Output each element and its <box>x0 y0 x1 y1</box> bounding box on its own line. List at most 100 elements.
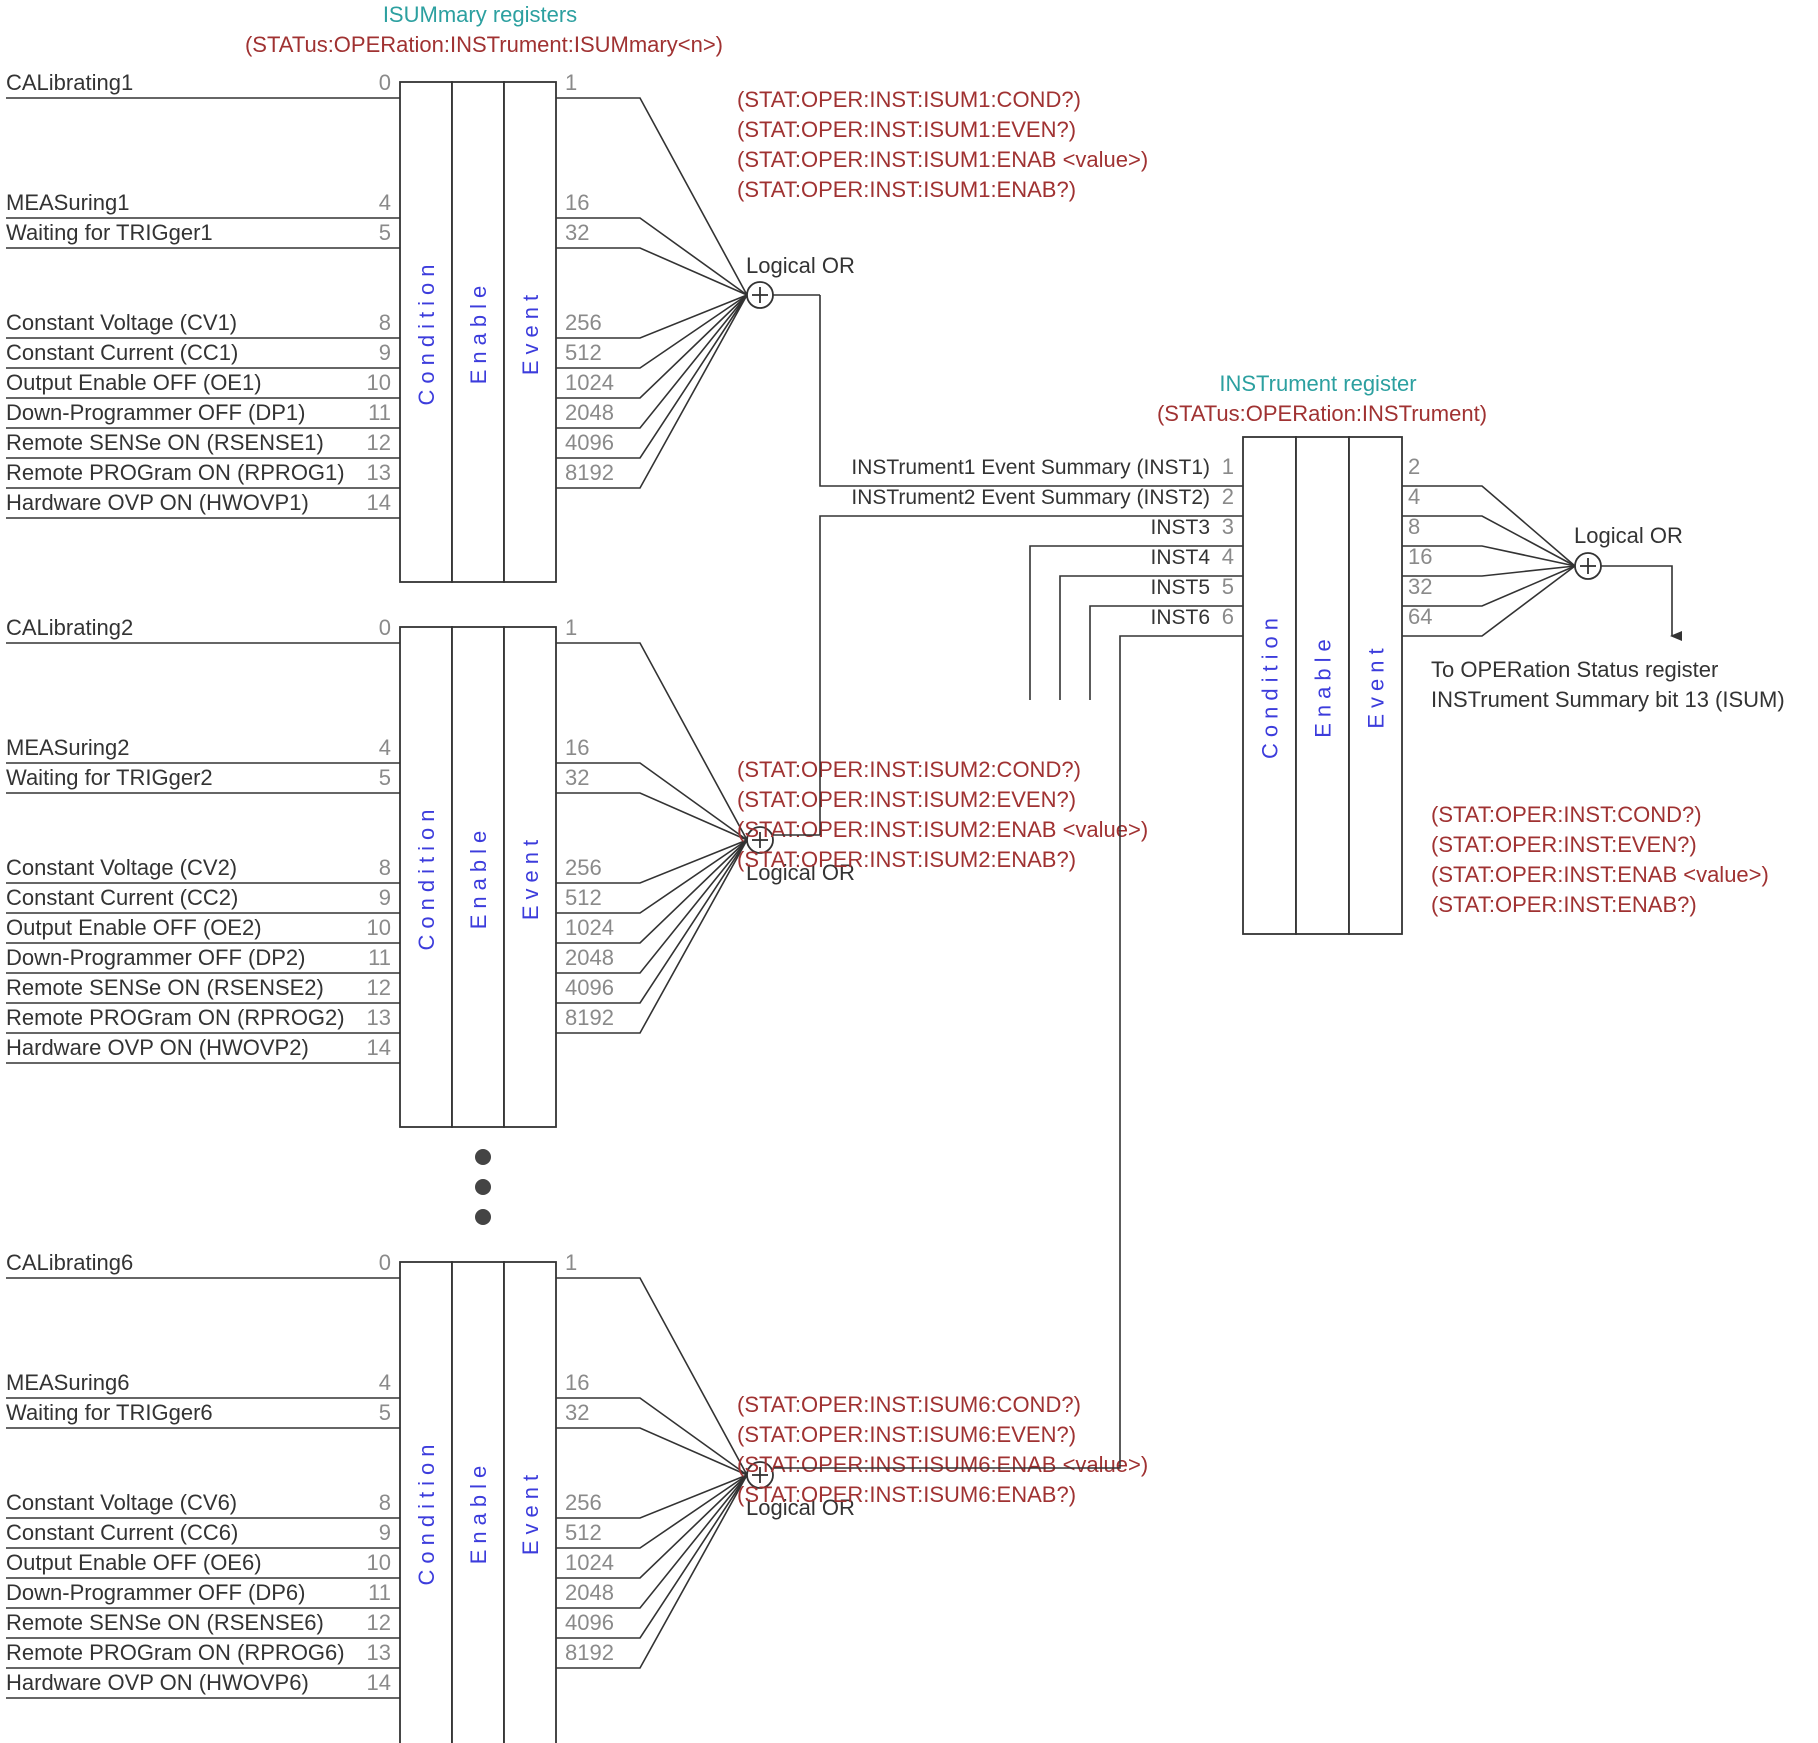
event-line <box>556 839 748 974</box>
input-label: Remote SENSe ON (RSENSE2) <box>6 975 324 1000</box>
bit-number: 10 <box>367 370 391 395</box>
bit-number: 0 <box>379 70 391 95</box>
bit-number: 14 <box>367 1670 391 1695</box>
input-label: Hardware OVP ON (HWOVP1) <box>6 490 309 515</box>
bit-number: 9 <box>379 1520 391 1545</box>
query-command: (STAT:OPER:INST:ISUM6:ENAB?) <box>737 1482 1076 1507</box>
inst-bit-number: 6 <box>1222 604 1234 629</box>
register-column <box>399 81 453 583</box>
event-weight: 16 <box>565 735 589 760</box>
event-line <box>556 1474 748 1639</box>
event-line <box>556 839 748 944</box>
bit-number: 0 <box>379 1250 391 1275</box>
isum-subtitle: (STATus:OPERation:INSTrument:ISUMmary<n>… <box>245 32 723 57</box>
event-line <box>556 97 748 296</box>
event-weight: 1 <box>565 615 577 640</box>
inst-input-line <box>1059 575 1243 700</box>
inst-event-weight: 32 <box>1408 574 1432 599</box>
event-line <box>556 762 748 841</box>
inst-input-line <box>1089 605 1243 700</box>
event-weight: 4096 <box>565 430 614 455</box>
event-line <box>556 1277 748 1476</box>
bit-number: 9 <box>379 340 391 365</box>
event-line <box>556 1397 748 1476</box>
event-weight: 16 <box>565 1370 589 1395</box>
event-line <box>556 294 748 369</box>
inst-input-label: INST6 <box>1150 606 1210 629</box>
bit-number: 4 <box>379 735 391 760</box>
column-label-condition: Condition <box>414 804 439 951</box>
register-column <box>503 1261 557 1743</box>
column-label-condition: Condition <box>414 259 439 406</box>
query-command: (STAT:OPER:INST:ISUM6:COND?) <box>737 1392 1081 1417</box>
event-line <box>556 1474 748 1609</box>
input-label: Constant Voltage (CV2) <box>6 855 237 880</box>
bit-number: 13 <box>367 460 391 485</box>
input-label: Hardware OVP ON (HWOVP6) <box>6 1670 309 1695</box>
inst-event-line <box>1402 515 1576 567</box>
inst-input-label: INST4 <box>1150 546 1210 569</box>
or-label: Logical OR <box>746 253 855 278</box>
input-label: Remote PROGram ON (RPROG6) <box>6 1640 345 1665</box>
event-line <box>556 1474 748 1579</box>
bit-number: 9 <box>379 885 391 910</box>
inst-bit-number: 1 <box>1222 454 1234 479</box>
input-label: Waiting for TRIGger6 <box>6 1400 213 1425</box>
inst-input-label: INSTrument2 Event Summary (INST2) <box>851 486 1210 509</box>
bit-number: 8 <box>379 855 391 880</box>
input-label: Remote SENSe ON (RSENSE6) <box>6 1610 324 1635</box>
event-line <box>556 1474 748 1669</box>
bit-number: 13 <box>367 1005 391 1030</box>
column-label-enable: Enable <box>466 1460 491 1565</box>
inst-event-weight: 2 <box>1408 454 1420 479</box>
input-label: CALibrating6 <box>6 1250 133 1275</box>
event-line <box>556 1427 748 1476</box>
input-label: Output Enable OFF (OE2) <box>6 915 262 940</box>
input-label: Output Enable OFF (OE1) <box>6 370 262 395</box>
logical-or-gate <box>746 281 774 309</box>
event-line <box>556 217 748 296</box>
event-weight: 16 <box>565 190 589 215</box>
event-weight: 8192 <box>565 460 614 485</box>
logical-or-gate <box>746 1461 774 1489</box>
event-line <box>556 839 748 1004</box>
event-weight: 32 <box>565 220 589 245</box>
input-label: Constant Current (CC2) <box>6 885 238 910</box>
bit-number: 11 <box>368 945 391 970</box>
event-line <box>556 294 748 339</box>
event-weight: 2048 <box>565 945 614 970</box>
column-label-event: Event <box>1364 642 1389 728</box>
query-command: (STAT:OPER:INST:ISUM2:ENAB <value>) <box>737 817 1148 842</box>
register-column <box>503 81 557 583</box>
inst-event-line <box>1402 565 1576 577</box>
event-weight: 4096 <box>565 975 614 1000</box>
event-weight: 1024 <box>565 1550 614 1575</box>
input-label: MEASuring6 <box>6 1370 130 1395</box>
input-label: MEASuring1 <box>6 190 130 215</box>
event-line <box>556 294 748 429</box>
inst-bit-number: 4 <box>1222 544 1234 569</box>
input-label: Down-Programmer OFF (DP1) <box>6 400 305 425</box>
event-weight: 32 <box>565 1400 589 1425</box>
output-label: To OPERation Status register <box>1431 657 1718 682</box>
event-weight: 4096 <box>565 1610 614 1635</box>
output-arrow <box>1601 565 1682 641</box>
inst-event-weight: 64 <box>1408 604 1432 629</box>
inst-event-weight: 4 <box>1408 484 1420 509</box>
event-line <box>556 839 748 1034</box>
event-weight: 512 <box>565 340 602 365</box>
event-weight: 8192 <box>565 1640 614 1665</box>
inst-event-weight: 16 <box>1408 544 1432 569</box>
logical-or-gate <box>1574 552 1602 580</box>
event-line <box>556 839 748 884</box>
event-line <box>556 1474 748 1549</box>
event-weight: 512 <box>565 885 602 910</box>
inst-title: INSTrument register <box>1219 371 1416 396</box>
event-weight: 1024 <box>565 370 614 395</box>
input-label: Waiting for TRIGger2 <box>6 765 213 790</box>
inst-input-label: INST3 <box>1150 516 1210 539</box>
event-weight: 1 <box>565 1250 577 1275</box>
